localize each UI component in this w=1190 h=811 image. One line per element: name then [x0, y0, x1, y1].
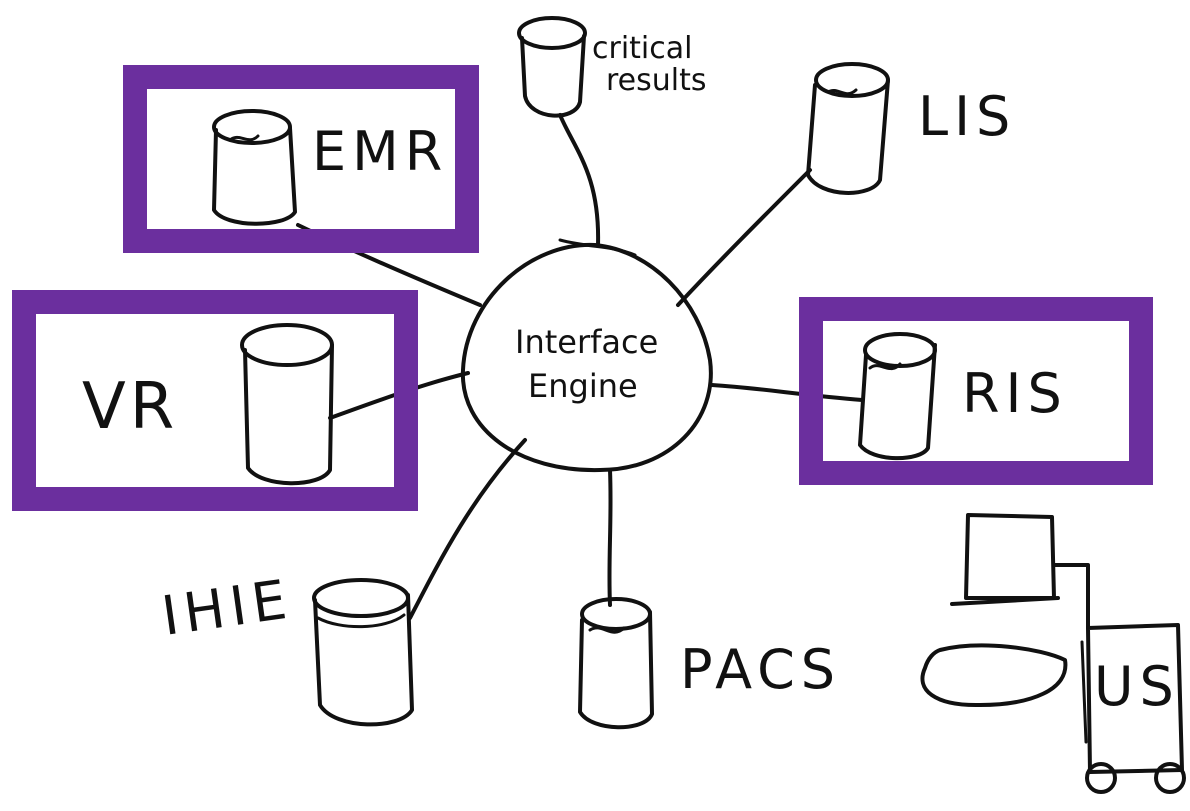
link-lis — [676, 168, 812, 307]
database-lis-icon — [806, 62, 890, 195]
pacs-label: PACS — [680, 638, 841, 701]
critical-results-label-line1: critical — [592, 31, 692, 66]
ris-frame — [799, 297, 1153, 485]
database-critical-results-icon — [517, 16, 587, 118]
database-ihie-icon — [312, 578, 414, 727]
database-ris-icon — [858, 332, 937, 461]
us-keyboard-icon — [920, 643, 1068, 708]
us-label: US — [1094, 655, 1180, 718]
interface-engine-hub: Interface Engine — [460, 238, 713, 473]
hub-shape — [460, 242, 713, 473]
highlight-frames — [12, 65, 1153, 511]
connection-lines — [296, 113, 864, 620]
us-monitor-icon — [964, 513, 1056, 600]
link-ihie — [408, 438, 527, 620]
us-probe-cable — [1052, 563, 1090, 630]
database-emr-icon — [212, 109, 297, 226]
lis-label: LIS — [918, 85, 1016, 148]
ihie-label: IHIE — [158, 567, 296, 648]
link-ris — [710, 383, 864, 402]
ris-label: RIS — [962, 362, 1068, 425]
ultrasound-machine-icon: US — [920, 513, 1186, 794]
emr-frame — [123, 65, 479, 253]
hub-label-line2: Engine — [528, 367, 638, 405]
emr-label: EMR — [312, 120, 448, 183]
critical-results-label-line2: results — [606, 63, 707, 98]
link-critical — [558, 113, 601, 247]
us-wheel-left-icon — [1085, 762, 1117, 794]
vr-label: VR — [82, 370, 178, 444]
us-wheel-right-icon — [1154, 762, 1186, 794]
link-pacs — [607, 468, 613, 607]
database-vr-icon — [240, 323, 334, 486]
hub-label-line1: Interface — [515, 323, 658, 361]
vr-frame — [12, 290, 418, 511]
database-pacs-icon — [578, 597, 654, 730]
